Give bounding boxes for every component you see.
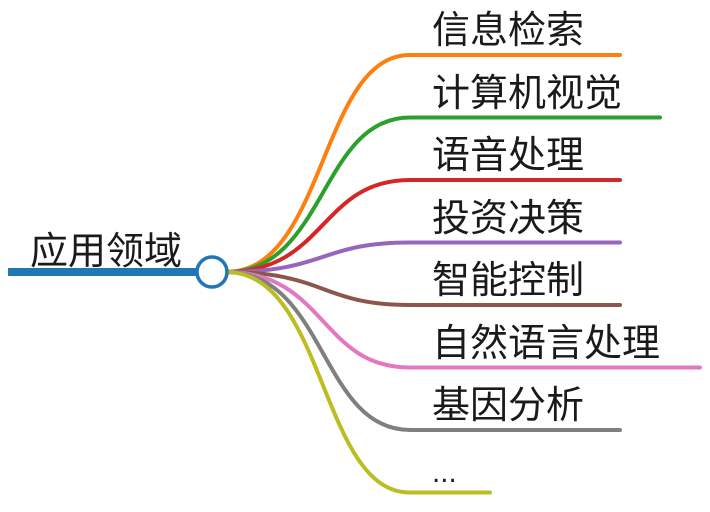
branch-line [224, 178, 622, 274]
branch-line [224, 270, 622, 307]
branch-label: 自然语言处理 [432, 320, 661, 365]
branch-label: 计算机视觉 [432, 70, 623, 115]
branch-line [224, 115, 662, 274]
branch-line [224, 270, 622, 432]
branch-line [224, 270, 492, 495]
branch-label: 智能控制 [432, 258, 585, 302]
branch-label: 投资决策 [432, 195, 585, 240]
branch-lines [224, 53, 702, 495]
branch-line [224, 240, 622, 274]
branch-label: 信息检索 [432, 8, 585, 52]
branch-label: 语音处理 [432, 133, 585, 177]
branch-label: ... [432, 458, 457, 489]
branch-line [224, 270, 702, 370]
branch-line [224, 53, 622, 274]
root-label: 应用领域 [30, 229, 183, 273]
branch-label: 基因分析 [432, 383, 585, 427]
root-node-circle [195, 255, 229, 289]
